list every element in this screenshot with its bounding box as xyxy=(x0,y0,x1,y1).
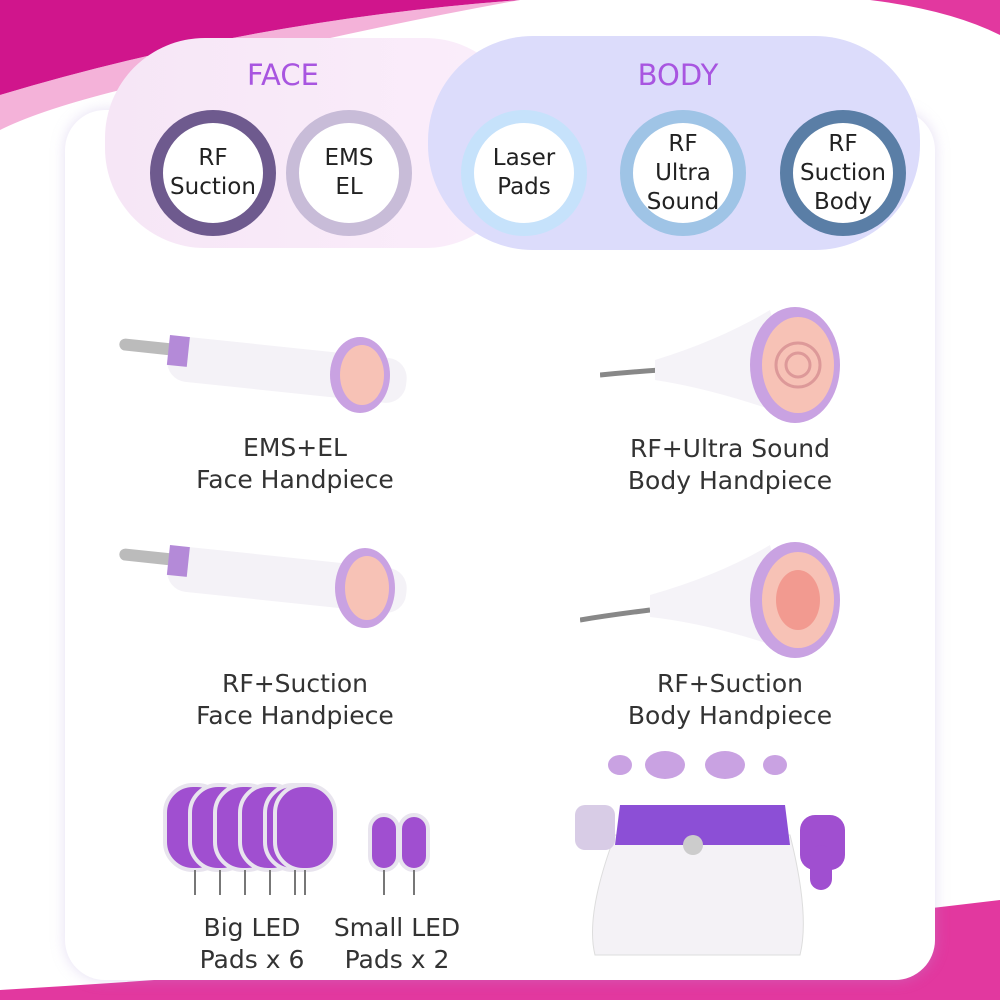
rf-suction-body-handpiece-image xyxy=(580,542,840,658)
product-label-rf-suction-body: RF+Suction Body Handpiece xyxy=(627,669,833,730)
face-heading: FACE xyxy=(247,58,319,92)
product-label-ems-el-face: EMS+EL Face Handpiece xyxy=(196,433,394,494)
product-label-rf-ultra-sound-body: RF+Ultra Sound Body Handpiece xyxy=(627,434,833,495)
rf-suction-face-handpiece-image xyxy=(119,545,407,628)
body-heading: BODY xyxy=(637,58,719,92)
product-label-big-led-pads: Big LED Pads x 6 xyxy=(199,913,305,974)
product-label-small-led-pads: Small LED Pads x 2 xyxy=(333,913,461,974)
mode-rf-ultra-sound: RF Ultra Sound xyxy=(620,110,746,236)
mode-laser-pads: Laser Pads xyxy=(461,110,587,236)
led-pads-image xyxy=(163,783,430,895)
mode-ems-el: EMS EL xyxy=(286,110,412,236)
machine-image xyxy=(575,751,845,956)
mode-rf-suction-body: RF Suction Body xyxy=(780,110,906,236)
mode-rf-suction: RF Suction xyxy=(150,110,276,236)
ems-el-face-handpiece-image xyxy=(119,335,407,413)
rf-ultra-sound-body-handpiece-image xyxy=(600,307,840,423)
product-label-rf-suction-face: RF+Suction Face Handpiece xyxy=(196,669,394,730)
